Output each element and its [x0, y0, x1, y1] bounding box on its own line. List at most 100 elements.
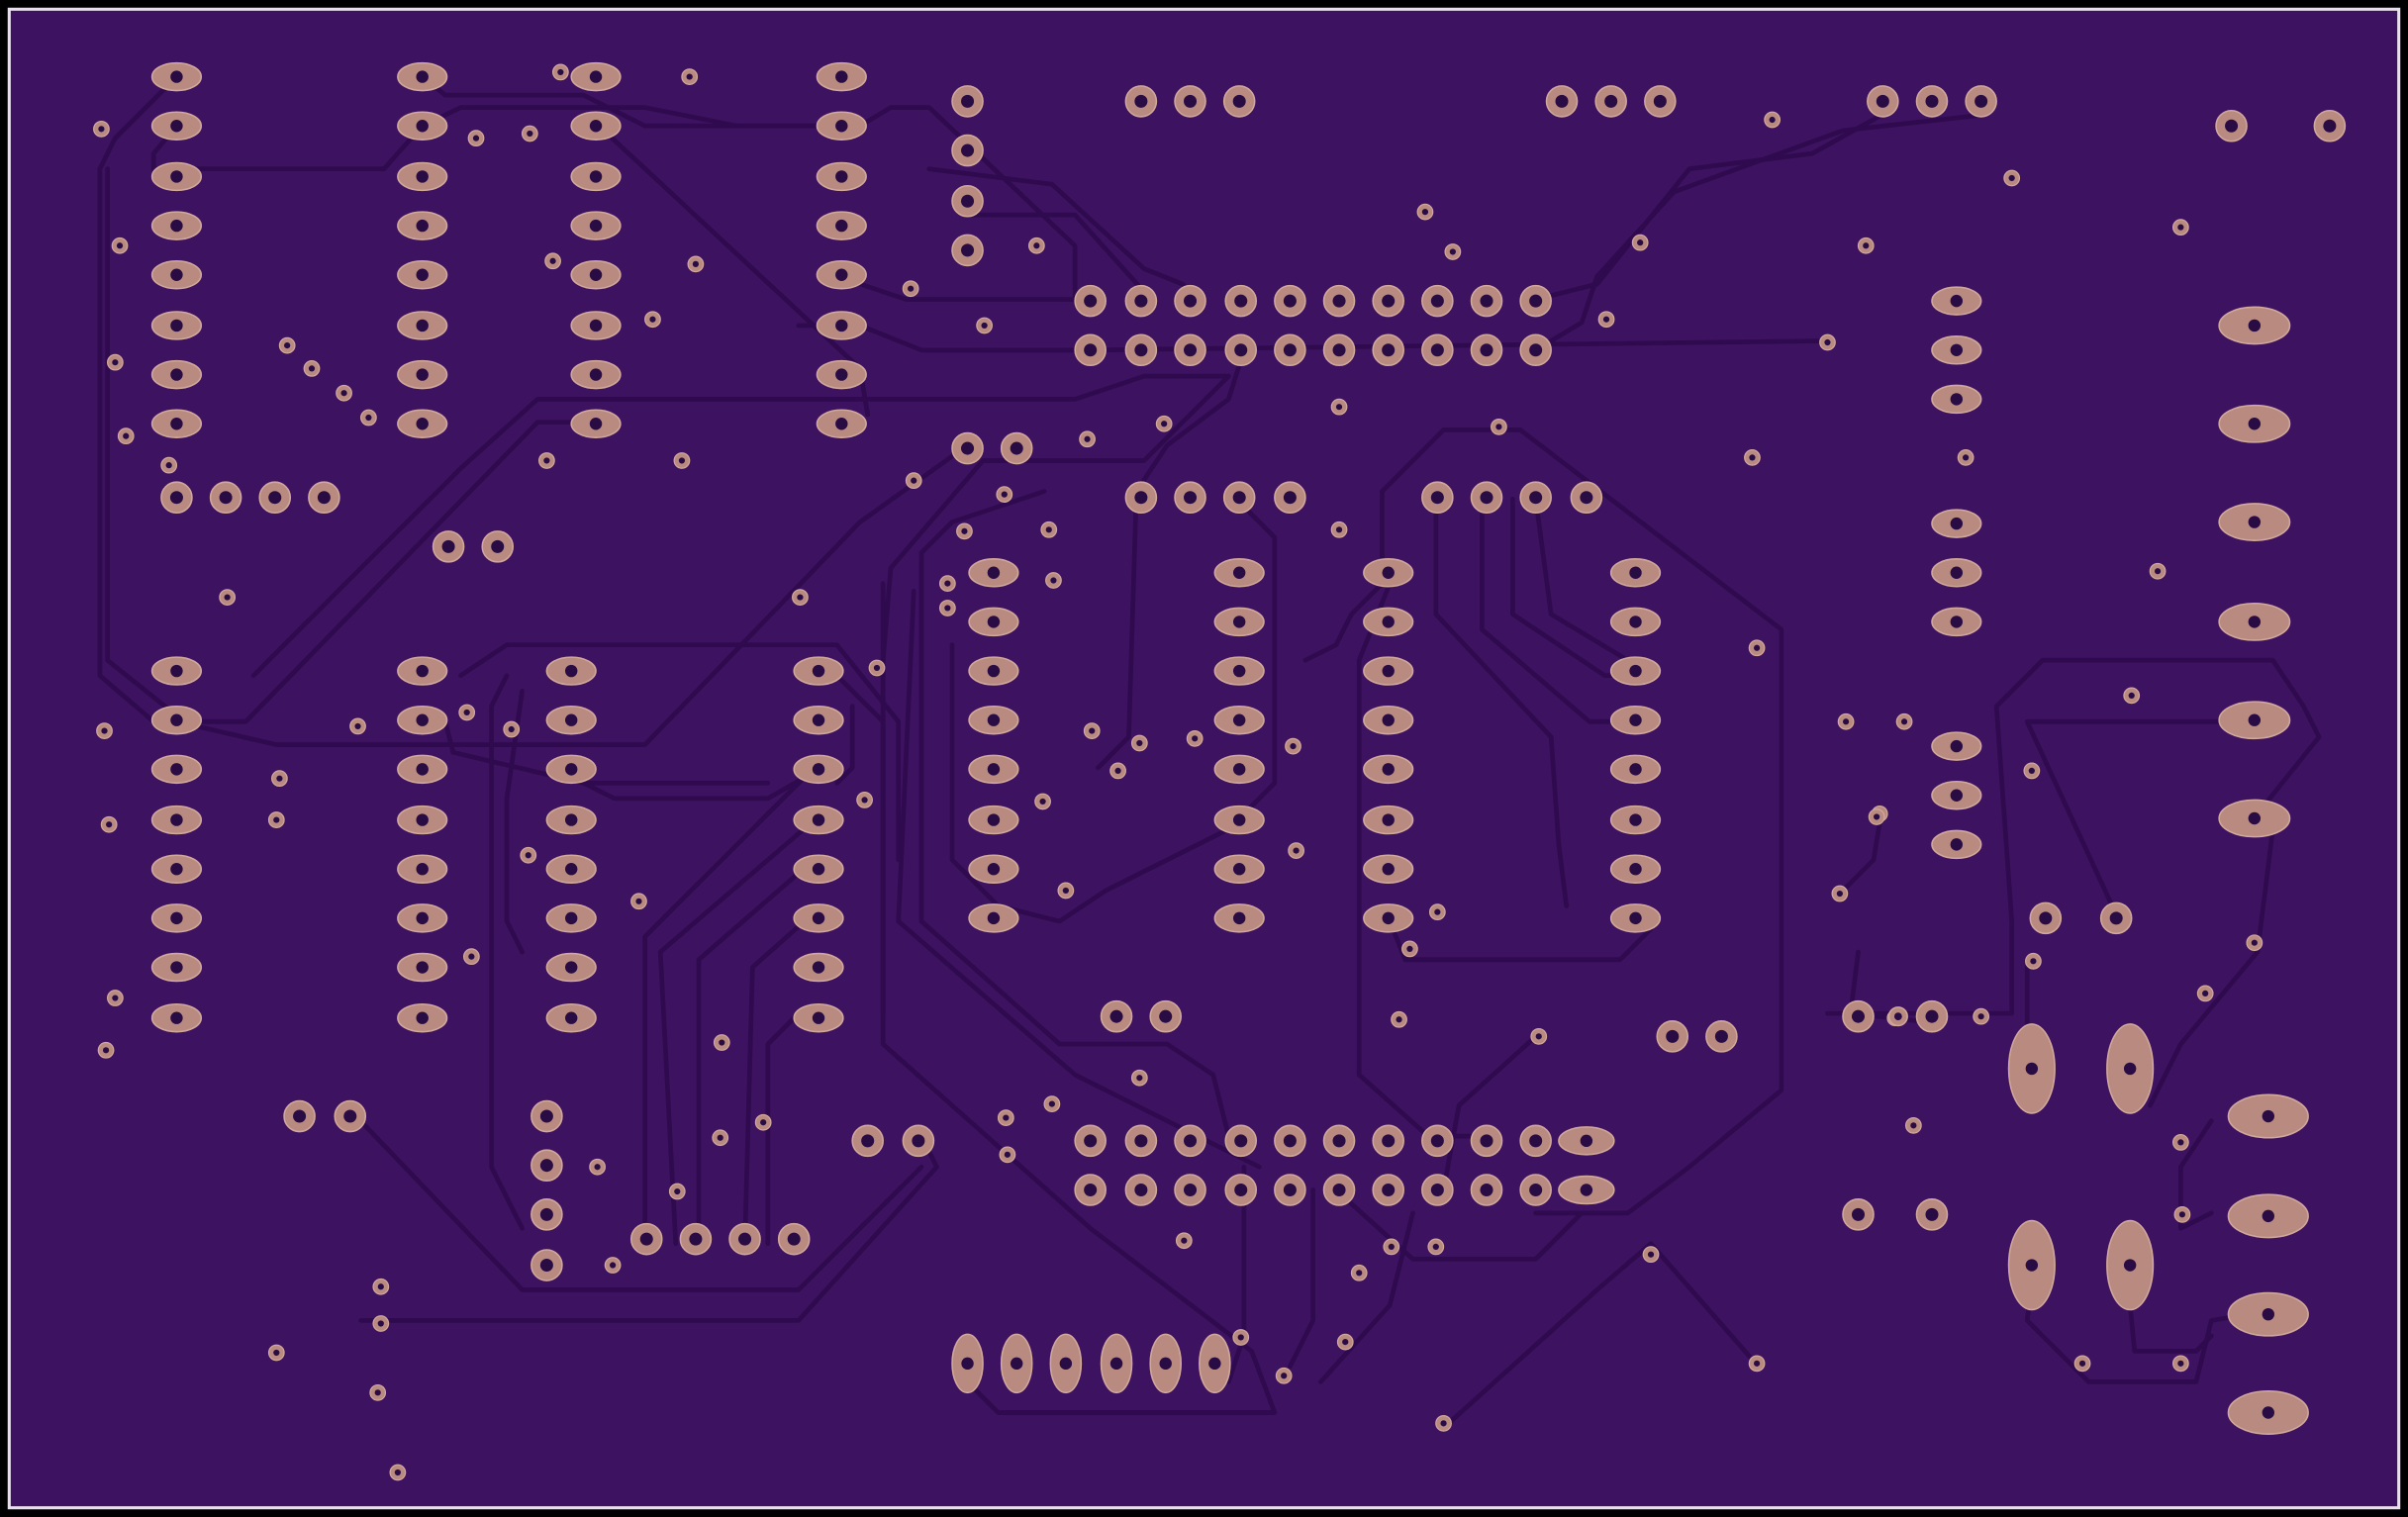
- via: [604, 1257, 622, 1274]
- oval-pad: [1363, 903, 1414, 933]
- copper-trace: [880, 581, 1278, 1415]
- copper-trace: [2024, 718, 2275, 924]
- via: [267, 811, 285, 828]
- round-pad: [209, 481, 242, 515]
- copper-trace: [1318, 1210, 1415, 1384]
- via: [1837, 712, 1855, 730]
- oval-pad: [793, 952, 844, 983]
- via: [538, 452, 555, 469]
- via: [938, 600, 956, 616]
- oval-pad: [570, 161, 622, 192]
- oval-pad: [1213, 754, 1265, 785]
- oval-pad: [1931, 509, 1982, 538]
- oval-pad: [150, 311, 203, 340]
- round-pad: [1915, 85, 1949, 118]
- via: [1130, 734, 1148, 752]
- oval-pad: [2227, 1291, 2309, 1337]
- oval-pad: [150, 805, 203, 835]
- oval-pad: [1609, 656, 1662, 686]
- copper-trace: [1302, 427, 1784, 1216]
- copper-trace: [2024, 1257, 2261, 1384]
- oval-pad: [816, 61, 867, 92]
- oval-pad: [545, 805, 597, 835]
- oval-pad: [397, 952, 448, 983]
- via: [369, 1383, 387, 1401]
- round-pad: [1174, 284, 1206, 318]
- round-pad: [1842, 1198, 1875, 1231]
- oval-pad: [150, 656, 203, 686]
- via: [349, 717, 366, 735]
- copper-trace: [442, 718, 771, 786]
- copper-trace: [965, 212, 1147, 295]
- round-pad: [1224, 284, 1258, 318]
- round-pad: [1174, 85, 1206, 118]
- via: [267, 1344, 285, 1362]
- oval-pad: [1363, 805, 1414, 835]
- oval-pad: [968, 903, 1019, 933]
- round-pad: [1274, 333, 1306, 367]
- oval-pad: [968, 854, 1019, 884]
- round-pad: [1519, 1124, 1552, 1158]
- round-pad: [1074, 333, 1107, 367]
- oval-pad: [397, 259, 448, 290]
- oval-pad: [570, 111, 622, 141]
- via: [303, 360, 321, 377]
- via: [868, 659, 886, 677]
- round-pad: [1519, 284, 1552, 318]
- round-pad: [951, 234, 984, 267]
- oval-pad: [793, 754, 844, 785]
- oval-pad: [816, 259, 867, 290]
- via: [668, 1183, 686, 1200]
- via: [372, 1278, 390, 1295]
- oval-pad: [1931, 829, 1982, 860]
- via: [956, 522, 973, 540]
- oval-pad: [397, 409, 448, 438]
- round-pad: [1222, 481, 1256, 515]
- round-pad: [629, 1222, 663, 1256]
- via: [2025, 952, 2042, 970]
- round-pad: [308, 481, 340, 515]
- via: [1383, 1238, 1400, 1256]
- oval-pad: [816, 111, 867, 141]
- round-pad: [1644, 85, 1677, 118]
- oval-pad: [793, 656, 844, 686]
- via: [462, 948, 480, 966]
- via: [2246, 934, 2264, 952]
- via: [360, 409, 377, 427]
- round-pad: [1519, 481, 1552, 515]
- copper-trace: [1932, 657, 2322, 1016]
- copper-trace: [1433, 496, 1570, 908]
- round-pad: [283, 1099, 316, 1133]
- via: [271, 770, 288, 788]
- via-group: [93, 63, 2264, 1481]
- oval-pad: [1149, 1333, 1183, 1394]
- oval-pad: [1049, 1333, 1083, 1394]
- oval-pad: [816, 409, 867, 438]
- round-pad: [1174, 1124, 1206, 1158]
- round-pad: [1174, 1174, 1206, 1206]
- via: [520, 846, 537, 864]
- via: [1130, 1069, 1148, 1087]
- via: [1764, 111, 1781, 129]
- via: [1819, 333, 1836, 351]
- round-pad: [1545, 85, 1579, 118]
- round-pad: [902, 1124, 935, 1158]
- round-pad: [777, 1222, 811, 1256]
- round-pad: [1372, 333, 1404, 367]
- via: [1428, 903, 1446, 921]
- oval-pad: [1931, 384, 1982, 415]
- round-pad: [2099, 901, 2133, 935]
- round-pad: [679, 1222, 713, 1256]
- via: [999, 1146, 1016, 1164]
- round-pad: [2029, 901, 2063, 935]
- copper-trace: [1480, 496, 1623, 724]
- copper-trace: [1648, 1241, 1761, 1370]
- via: [1831, 885, 1849, 902]
- oval-pad: [545, 952, 597, 983]
- via: [712, 1129, 729, 1147]
- via: [792, 589, 809, 606]
- oval-pad: [1213, 558, 1265, 588]
- oval-pad: [150, 705, 203, 735]
- round-pad: [1100, 999, 1133, 1033]
- round-pad: [1274, 1124, 1306, 1158]
